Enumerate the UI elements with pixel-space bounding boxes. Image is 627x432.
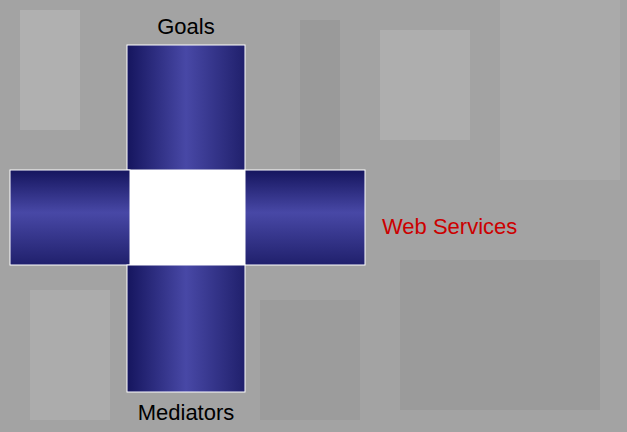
right-arm — [245, 170, 365, 265]
left-arm — [10, 170, 130, 265]
arm-label: Mediators — [138, 400, 235, 426]
top-arm — [127, 45, 245, 170]
center-square — [130, 170, 245, 265]
bottom-arm — [127, 265, 245, 392]
arm-label: Web Services — [382, 214, 517, 240]
arm-label: Goals — [157, 14, 214, 40]
